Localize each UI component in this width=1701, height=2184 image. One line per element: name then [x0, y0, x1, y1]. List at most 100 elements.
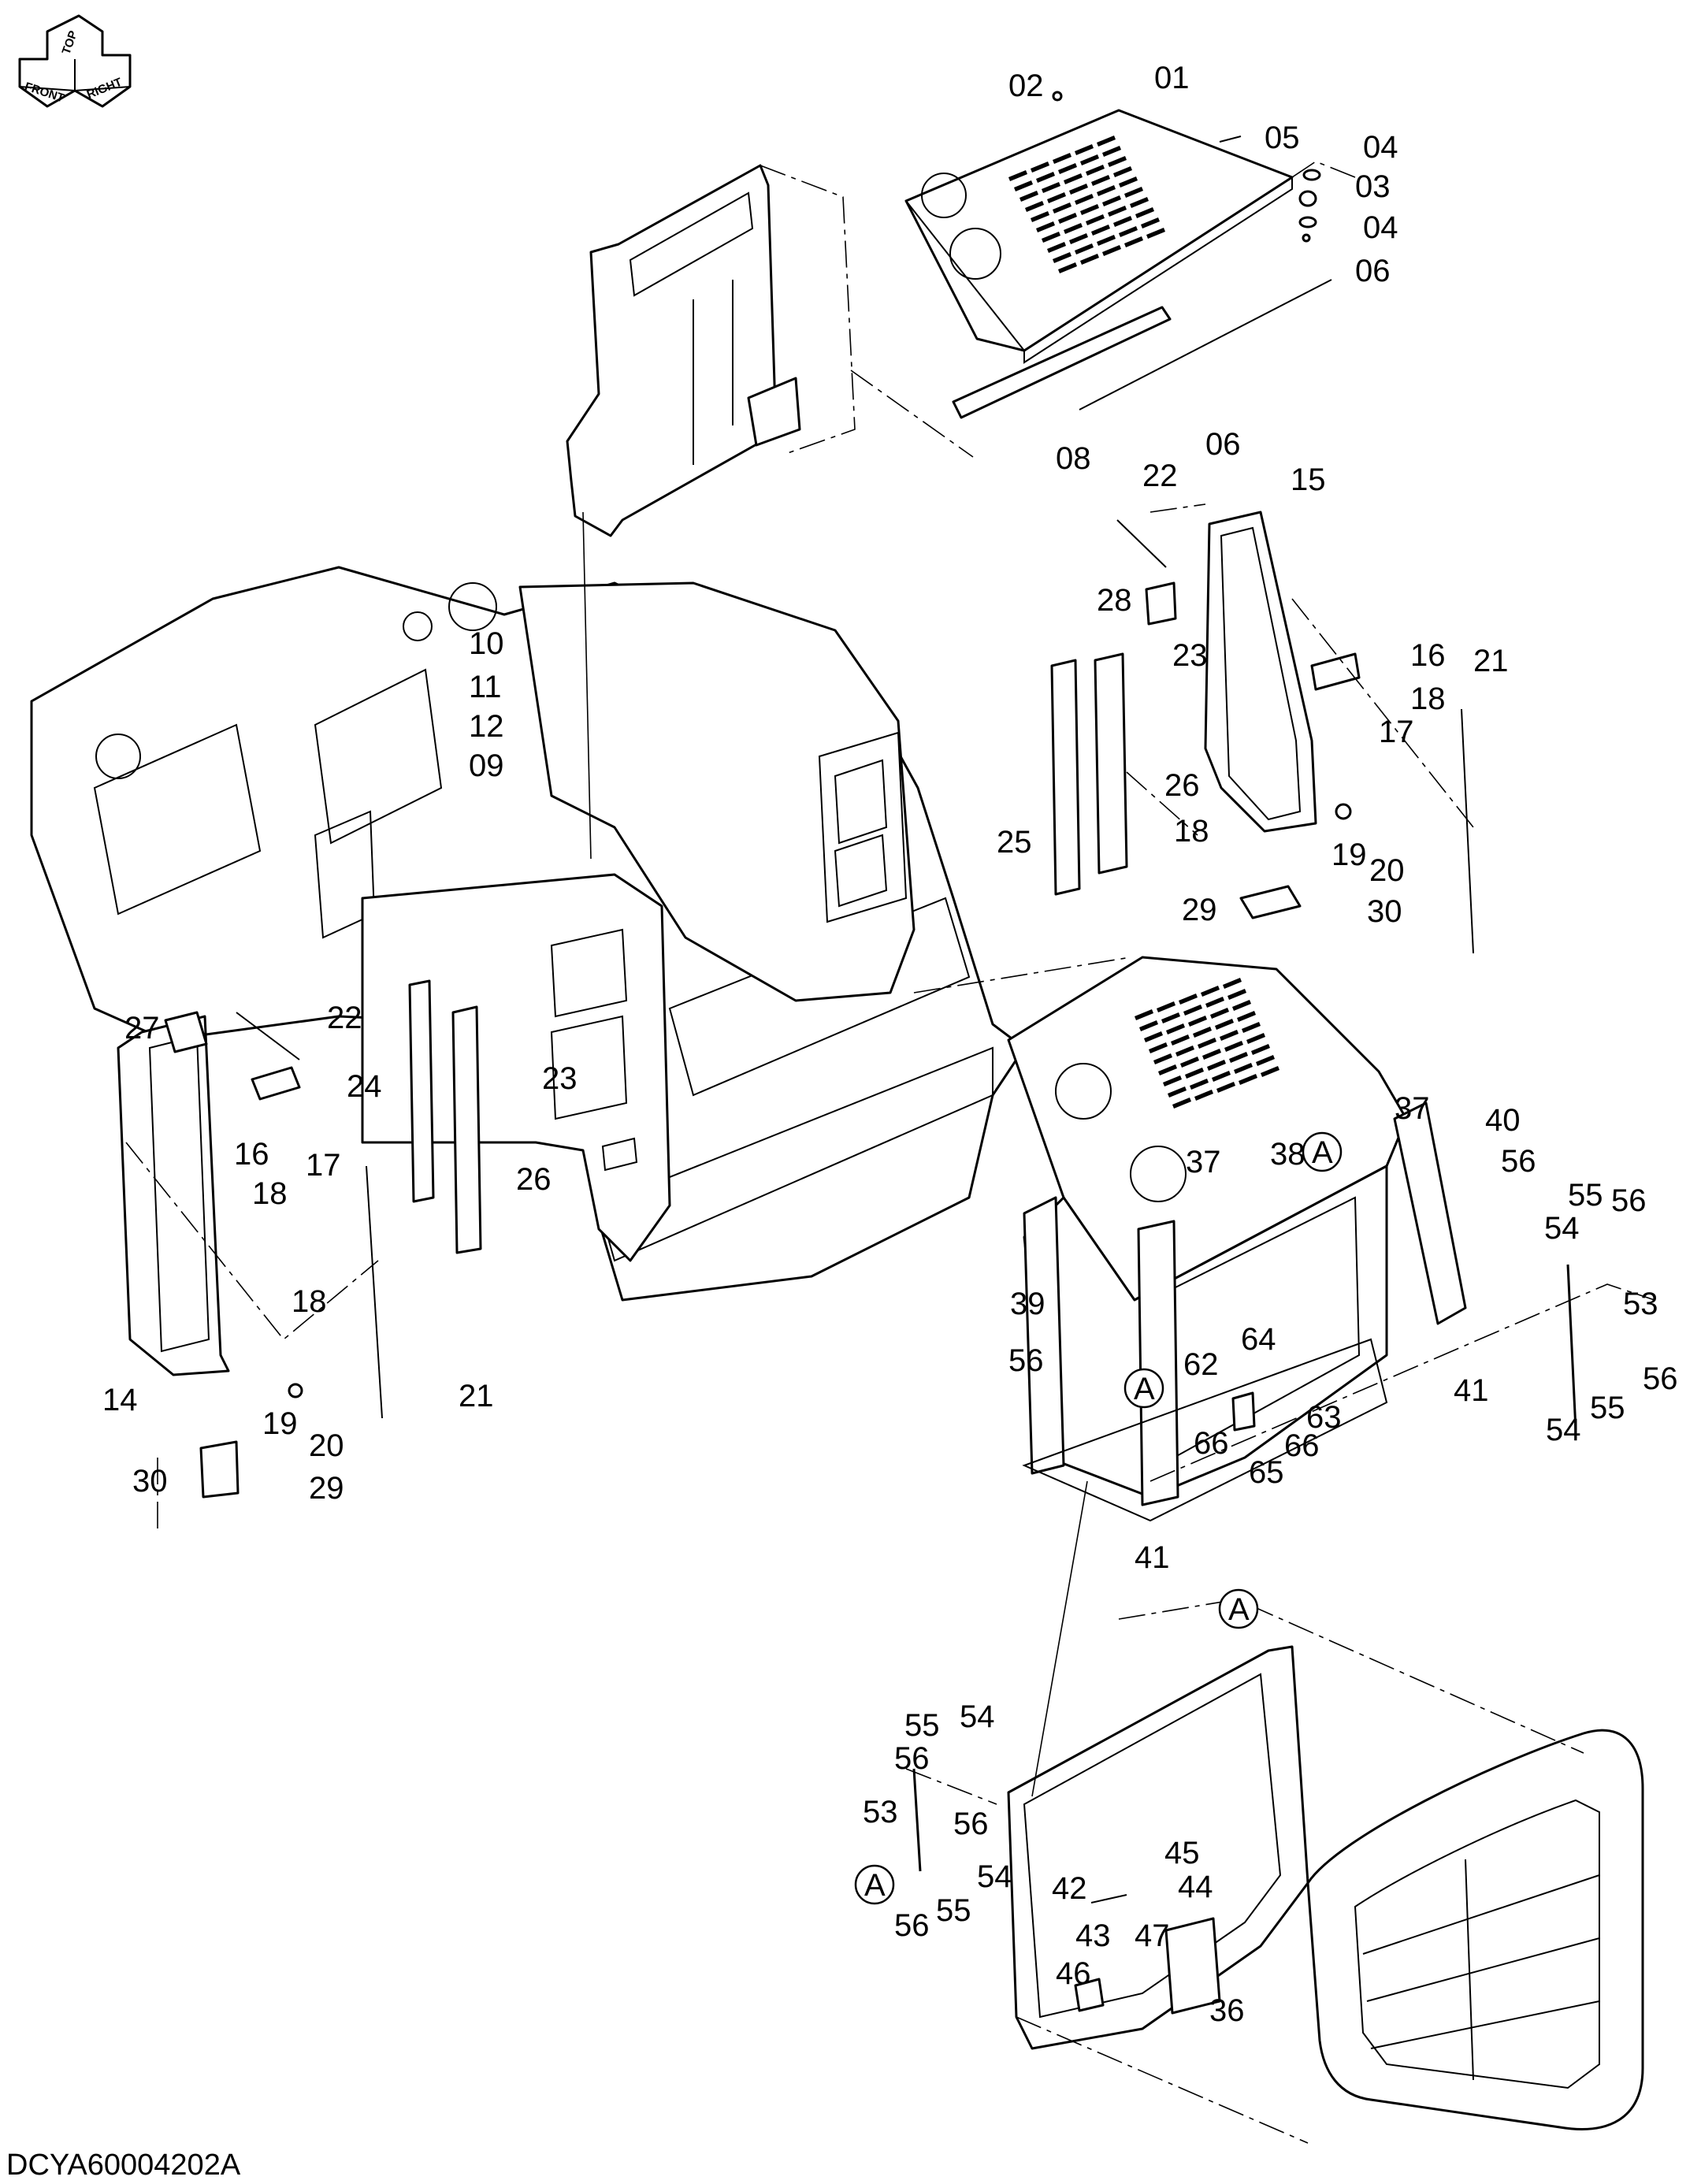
part-label-l23b: 23: [542, 1061, 578, 1096]
vent-slot: [1161, 1012, 1180, 1023]
vent-slot: [1091, 175, 1110, 186]
vent-slot: [1139, 1020, 1158, 1031]
vent-slot: [1047, 192, 1066, 203]
part-label-l43: 43: [1075, 1918, 1111, 1953]
part-label-l63: 63: [1306, 1400, 1342, 1435]
part-label-l16b: 16: [234, 1137, 269, 1172]
part-label-l23a: 23: [1172, 638, 1208, 673]
vent-slot: [1064, 223, 1083, 234]
part-label-l41b: 41: [1135, 1540, 1170, 1575]
vent-slot: [1119, 176, 1138, 188]
part-label-l56g: 56: [894, 1908, 930, 1943]
part-label-l06a: 06: [1355, 254, 1391, 288]
grille-frame: [1007, 1645, 1309, 2050]
part-label-l56e: 56: [894, 1741, 930, 1776]
vent-slot: [1124, 236, 1143, 247]
vent-slot: [1047, 242, 1066, 253]
part-label-l37b: 37: [1186, 1145, 1221, 1179]
part-label-l06b: 06: [1205, 427, 1241, 462]
vent-slot: [1202, 1049, 1221, 1060]
top-cover-plate: [904, 109, 1294, 364]
vent-slot: [1207, 1060, 1226, 1071]
part-label-l55d: 55: [936, 1893, 971, 1928]
part-label-l19b: 19: [262, 1406, 298, 1441]
vent-slot: [1102, 195, 1121, 206]
vent-slot: [1036, 221, 1055, 232]
part-label-l24: 24: [347, 1069, 382, 1104]
vent-slot: [1042, 182, 1060, 193]
part-label-l22b: 22: [327, 1001, 362, 1035]
part-label-l12: 12: [469, 709, 504, 744]
assembly-lines: [125, 161, 1655, 2144]
vent-slot: [1080, 254, 1099, 265]
vent-slot: [1036, 172, 1055, 183]
vent-slot: [1220, 1030, 1239, 1041]
vent-slot: [1224, 1041, 1243, 1052]
vent-slot: [1183, 1005, 1202, 1016]
vent-slot: [1232, 1000, 1251, 1011]
part-label-l56c: 56: [1008, 1343, 1044, 1378]
vent-slot: [1242, 1022, 1261, 1033]
top-hardware: [1052, 91, 1321, 243]
part-label-l47: 47: [1135, 1918, 1170, 1953]
vent-slot: [1198, 1038, 1216, 1049]
part-label-l25: 25: [997, 825, 1032, 860]
vent-slot: [1031, 211, 1049, 222]
part-label-l29a: 29: [1182, 893, 1217, 927]
part-label-l08: 08: [1056, 441, 1091, 476]
part-label-l01: 01: [1154, 61, 1190, 95]
vent-slot: [1075, 194, 1094, 205]
vent-slot: [1149, 1042, 1168, 1053]
vent-slot: [1080, 204, 1099, 215]
part-label-l30b: 30: [132, 1464, 168, 1499]
vent-slot: [1180, 1057, 1199, 1068]
vent-slot: [1064, 173, 1083, 184]
callout-letter: A: [1312, 1135, 1333, 1170]
vent-slot: [1171, 1034, 1190, 1046]
vent-slot: [1080, 154, 1099, 165]
support-frame: [566, 164, 801, 537]
rear-housing: [1007, 956, 1467, 1522]
orientation-indicator: FRONT TOP RIGHT: [18, 14, 132, 108]
part-label-l54b: 54: [1546, 1413, 1581, 1447]
vent-slot: [1102, 245, 1121, 256]
part-label-l19a: 19: [1331, 838, 1367, 872]
vent-slot: [1097, 136, 1116, 147]
vent-slot: [1135, 1009, 1153, 1020]
vent-slot: [1175, 1046, 1194, 1057]
vent-slot: [1075, 144, 1094, 155]
part-label-l55c: 55: [904, 1708, 940, 1743]
vent-slot: [1014, 180, 1033, 191]
vent-slot: [1053, 252, 1071, 263]
vent-slot: [1166, 1023, 1185, 1034]
callout-letter: A: [864, 1868, 886, 1903]
part-label-l46: 46: [1056, 1956, 1091, 1991]
vent-slot: [1042, 232, 1060, 243]
part-label-l22a: 22: [1142, 459, 1178, 493]
callout-cA3: A: [1218, 1588, 1259, 1629]
part-label-l21a: 21: [1473, 644, 1509, 678]
part-label-l20b: 20: [309, 1428, 344, 1463]
vent-slot: [1113, 216, 1132, 227]
vent-slot: [1069, 233, 1088, 244]
vent-slot: [1086, 214, 1105, 225]
vent-slot: [1172, 1098, 1191, 1109]
vent-slot: [1058, 262, 1077, 273]
part-label-l02: 02: [1008, 69, 1044, 103]
part-label-l56f: 56: [953, 1807, 989, 1841]
part-label-l29b: 29: [309, 1471, 344, 1506]
vent-slot: [1097, 185, 1116, 196]
part-label-l04a: 04: [1363, 130, 1398, 165]
part-label-l17a: 17: [1379, 715, 1414, 749]
side-panel-14: [117, 979, 482, 1499]
part-label-l41a: 41: [1454, 1373, 1489, 1408]
part-label-l42: 42: [1052, 1871, 1087, 1906]
vent-slot: [1216, 1082, 1235, 1093]
part-label-l55a: 55: [1568, 1178, 1603, 1213]
part-label-l44: 44: [1178, 1870, 1213, 1904]
vent-slot: [1031, 162, 1049, 173]
callout-cA4: A: [854, 1864, 895, 1905]
vent-slot: [1019, 191, 1038, 202]
vent-slot: [1261, 1066, 1279, 1077]
vent-slot: [1210, 1008, 1229, 1019]
